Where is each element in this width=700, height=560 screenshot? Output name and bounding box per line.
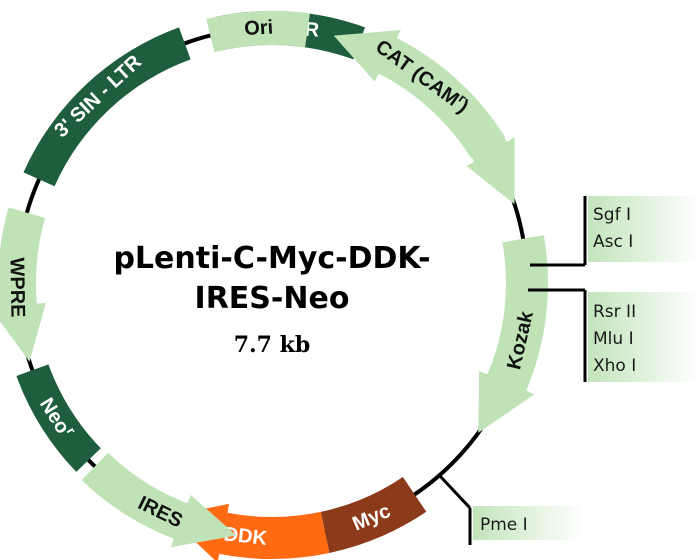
- site-highlight-middle: [588, 292, 700, 382]
- site-group-middle: Rsr II Mlu I Xho I: [528, 288, 700, 382]
- segment-myc: [320, 477, 427, 553]
- segment-sin-ltr3: [23, 27, 191, 187]
- label-text-ori: Ori: [244, 17, 274, 40]
- site-mlu-i: Mlu I: [593, 329, 634, 349]
- site-highlight-upper: [588, 196, 700, 262]
- segment-wpre: [0, 207, 46, 362]
- segment-ori: [206, 10, 310, 53]
- label-sin-ltr3: 3' SIN - LTR: [50, 51, 146, 142]
- label-wpre: WPRE: [5, 257, 28, 317]
- label-text-ddk: DDK: [223, 523, 269, 549]
- label-ori: Ori: [244, 17, 274, 40]
- site-group-lower: Pme I: [438, 474, 583, 545]
- site-rsr-ii: Rsr II: [593, 302, 636, 322]
- label-text-wpre: WPRE: [5, 257, 28, 317]
- plasmid-name-line1: pLenti-C-Myc-DDK-: [113, 241, 430, 276]
- site-sgf-i: Sgf I: [593, 205, 631, 225]
- plasmid-size: 7.7 kb: [234, 332, 311, 358]
- plasmid-name-line2: IRES-Neo: [195, 281, 350, 316]
- label-text-sin-ltr3: 3' SIN - LTR: [50, 51, 146, 142]
- segment-cat: [333, 30, 506, 159]
- site-group-upper: Sgf I Asc I: [530, 196, 700, 267]
- site-highlight-lower: [473, 506, 583, 540]
- site-pme-i: Pme I: [480, 515, 528, 535]
- site-xho-i: Xho I: [593, 356, 636, 376]
- segment-ires: [81, 452, 237, 548]
- label-ddk: DDK: [223, 523, 269, 549]
- segment-neo: [16, 364, 101, 472]
- site-connector-lower: [438, 474, 472, 510]
- site-asc-i: Asc I: [593, 232, 633, 252]
- segment-kozak: [478, 235, 548, 433]
